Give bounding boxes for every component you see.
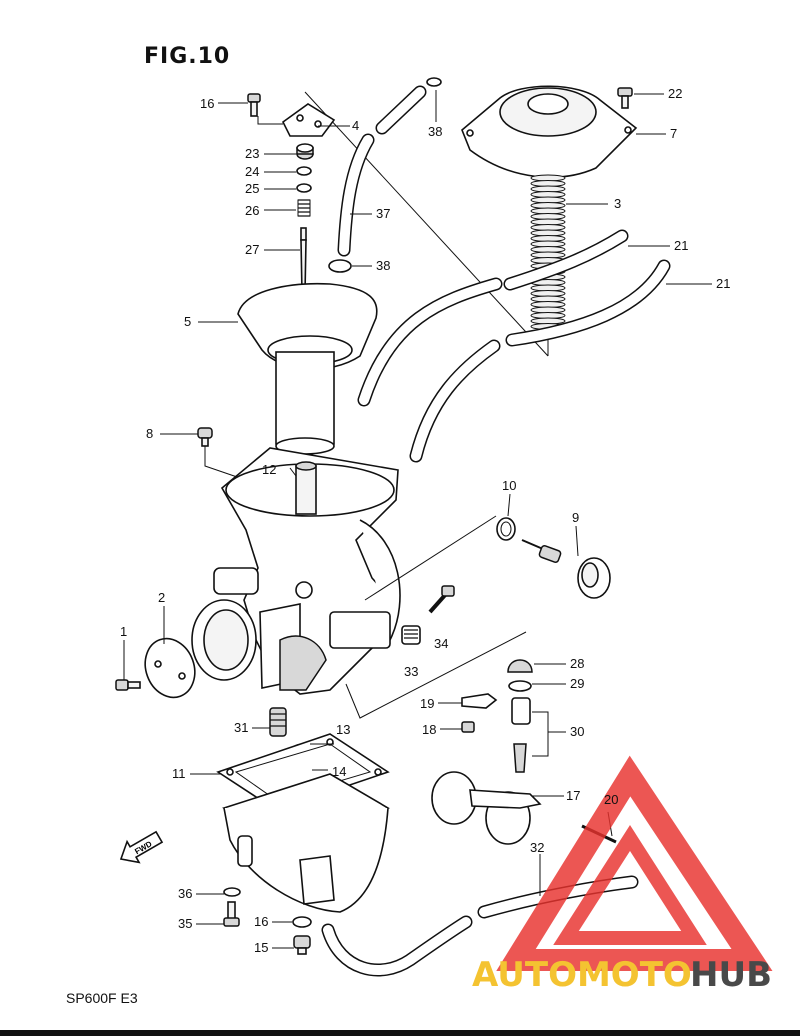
part-25 — [296, 183, 312, 193]
part-cover-7 — [461, 85, 638, 178]
callout-16: 16 — [200, 96, 214, 111]
part-hose-37 — [337, 133, 375, 257]
part-float-17 — [431, 771, 542, 845]
part-24 — [296, 166, 312, 176]
part-clip-38-lower — [328, 259, 352, 273]
leader-12 — [289, 467, 297, 477]
part-spring-26 — [297, 199, 311, 217]
callout-9: 9 — [572, 510, 579, 525]
watermark-text-primary: AUTOMOTO — [472, 955, 692, 995]
part-screw-35 — [223, 901, 240, 927]
fwd-arrow-icon: FWD — [119, 830, 164, 864]
part-hose-21-lower — [505, 259, 671, 347]
part-screw-1 — [115, 679, 141, 691]
leader-16-plate — [257, 116, 283, 125]
callout-23: 23 — [245, 146, 259, 161]
part-screw-22 — [617, 87, 633, 109]
callout-20: 20 — [604, 792, 618, 807]
callout-11: 11 — [172, 766, 186, 781]
callout-12: 12 — [262, 462, 276, 477]
callout-1: 1 — [120, 624, 127, 639]
part-screw-16-top — [247, 93, 261, 117]
callout-28: 28 — [570, 656, 584, 671]
part-hose-21-upper — [503, 229, 629, 291]
watermark-text-secondary: HUB — [690, 955, 772, 995]
callout-5: 5 — [184, 314, 191, 329]
part-screw-9 — [521, 539, 611, 599]
part-screw-15 — [293, 935, 311, 955]
part-piston-5 — [237, 282, 378, 455]
part-hose-overflow — [321, 915, 473, 977]
callout-15: 15 — [254, 940, 268, 955]
part-hose-left-long — [357, 277, 503, 407]
callout-29: 29 — [570, 676, 584, 691]
callout-19: 19 — [420, 696, 434, 711]
callout-38: 38 — [376, 258, 390, 273]
callout-14: 14 — [332, 764, 346, 779]
callout-31: 31 — [234, 720, 248, 735]
callout-30: 30 — [570, 724, 584, 739]
part-oring-10 — [496, 517, 516, 541]
part-screw-18 — [461, 721, 475, 733]
callout-21: 21 — [716, 276, 730, 291]
callout-2: 2 — [158, 590, 165, 605]
guide-line-bracket — [345, 631, 527, 719]
callout-18: 18 — [422, 722, 436, 737]
leader-8-body — [204, 446, 241, 479]
callout-24: 24 — [245, 164, 259, 179]
part-screw-34 — [428, 585, 455, 614]
callout-21: 21 — [674, 238, 688, 253]
callout-27: 27 — [245, 242, 259, 257]
part-hose-38-top — [375, 77, 442, 135]
callout-25: 25 — [245, 181, 259, 196]
part-hose-mid-long — [409, 339, 501, 463]
callout-37: 37 — [376, 206, 390, 221]
model-code: SP600F E3 — [66, 990, 138, 1006]
leader-9 — [575, 525, 579, 557]
part-plate-2 — [144, 637, 196, 699]
callout-8: 8 — [146, 426, 153, 441]
callout-10: 10 — [502, 478, 516, 493]
leader-30-bracket — [532, 711, 549, 757]
callout-7: 7 — [670, 126, 677, 141]
guide-line-diaphragm — [304, 91, 549, 357]
callout-38: 38 — [428, 124, 442, 139]
figure-title: FIG.10 — [144, 44, 231, 69]
part-carburetor-body — [191, 447, 401, 695]
part-clip-19 — [461, 693, 498, 709]
part-screw-8 — [197, 427, 213, 447]
part-plate-4 — [281, 103, 336, 137]
callout-17: 17 — [566, 788, 580, 803]
callout-16: 16 — [254, 914, 268, 929]
callout-4: 4 — [352, 118, 359, 133]
callout-13: 13 — [336, 722, 350, 737]
callout-32: 32 — [530, 840, 544, 855]
part-float-bowl — [222, 773, 390, 913]
part-jet-31 — [269, 707, 287, 737]
part-spring-33 — [401, 625, 421, 645]
guide-line-9 — [364, 515, 497, 601]
part-washer-29 — [508, 680, 532, 692]
callout-22: 22 — [668, 86, 682, 101]
part-cap-28 — [507, 659, 533, 673]
bottom-rule — [0, 1030, 800, 1036]
watermark-logo: AUTOMOTO HUB — [472, 755, 773, 995]
callout-34: 34 — [434, 636, 448, 651]
callout-3: 3 — [614, 196, 621, 211]
part-washer-36 — [223, 887, 241, 897]
callout-35: 35 — [178, 916, 192, 931]
callout-labels: 1234578910111213141516161718192021212223… — [120, 86, 730, 955]
part-23 — [296, 143, 314, 160]
callout-33: 33 — [404, 664, 418, 679]
part-washer-16-bottom — [292, 916, 312, 928]
callout-36: 36 — [178, 886, 192, 901]
leader-10 — [507, 493, 511, 517]
part-spring-3 — [530, 174, 566, 330]
callout-26: 26 — [245, 203, 259, 218]
part-valve-30 — [511, 697, 531, 773]
